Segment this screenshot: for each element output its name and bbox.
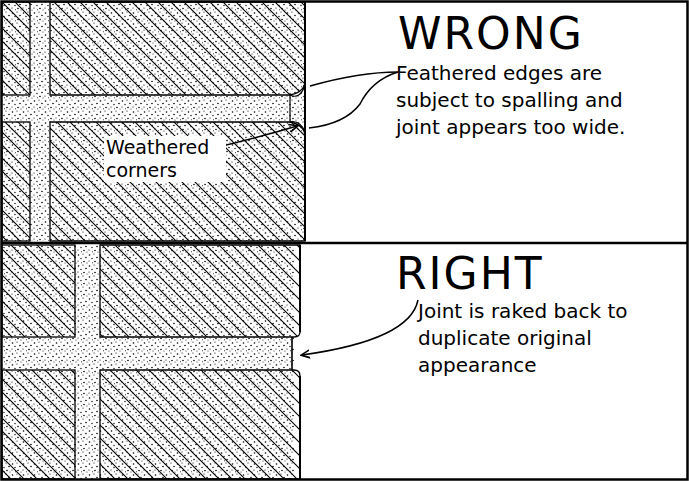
right-joint-drawing — [2, 245, 300, 479]
wrong-joint-drawing — [2, 2, 305, 241]
note-label: Joint is raked back to duplicate origina… — [418, 298, 658, 379]
divider — [1, 242, 688, 245]
callout-label: Weathered corners — [104, 136, 226, 182]
heading-label: RIGHT — [396, 250, 656, 298]
note-label: Feathered edges are subject to spalling … — [396, 60, 658, 141]
leader-arrow — [302, 300, 418, 355]
leader-line — [310, 72, 398, 86]
leader-line — [309, 72, 398, 128]
heading-label: WRONG — [398, 10, 658, 58]
